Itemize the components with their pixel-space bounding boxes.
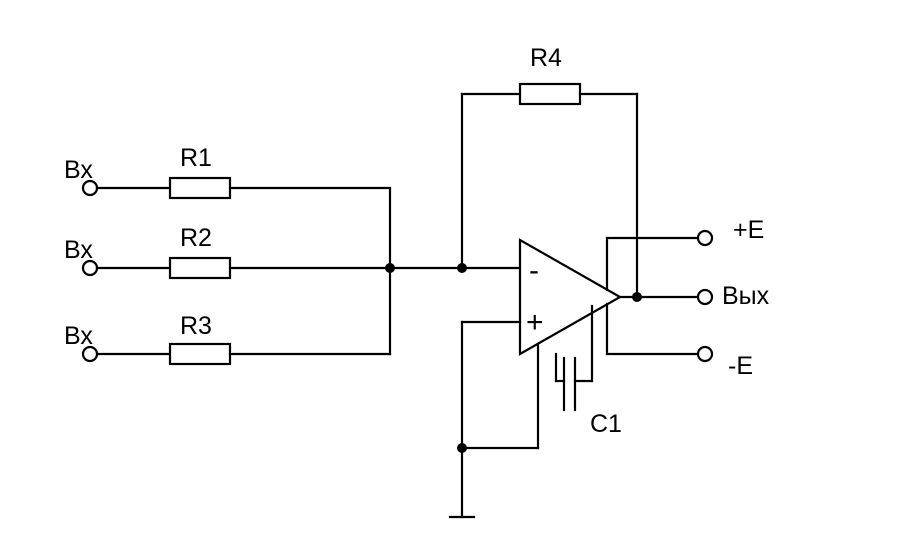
r1-label: R1 [180, 144, 212, 172]
input-branch-3 [81, 342, 392, 366]
ground-network [448, 320, 540, 519]
capacitor-c1[interactable] [554, 304, 594, 412]
opamp-noninverting-sign: + [526, 306, 544, 339]
minus-supply-label: -E [728, 352, 753, 380]
feedback-loop [457, 82, 639, 299]
junction-sum [385, 263, 395, 273]
output-terminal[interactable] [696, 288, 714, 306]
output-label: Вых [722, 282, 770, 310]
resistor-r2[interactable] [168, 256, 232, 280]
input-label-3: Вх [64, 322, 93, 350]
r4-label: R4 [530, 44, 562, 72]
resistor-r1[interactable] [168, 176, 232, 200]
junction-output [632, 292, 642, 302]
resistor-r4[interactable] [518, 82, 582, 106]
input-branch-2 [81, 256, 392, 280]
r3-label: R3 [180, 312, 212, 340]
plus-supply-label: +E [733, 216, 764, 244]
plus-supply-terminal[interactable] [696, 229, 714, 247]
op-amp[interactable] [518, 238, 623, 356]
input-label-1: Вх [64, 156, 93, 184]
r2-label: R2 [180, 224, 212, 252]
opamp-inverting-sign: - [529, 254, 539, 287]
c1-label: C1 [590, 410, 622, 438]
input-label-2: Вх [64, 236, 93, 264]
input-branch-1 [81, 176, 392, 200]
supply-output [605, 229, 714, 363]
resistor-r3[interactable] [168, 342, 232, 366]
junction-feedback [457, 263, 467, 273]
junction-ground [457, 443, 467, 453]
op-amp-body [518, 238, 623, 356]
minus-supply-terminal[interactable] [696, 345, 714, 363]
